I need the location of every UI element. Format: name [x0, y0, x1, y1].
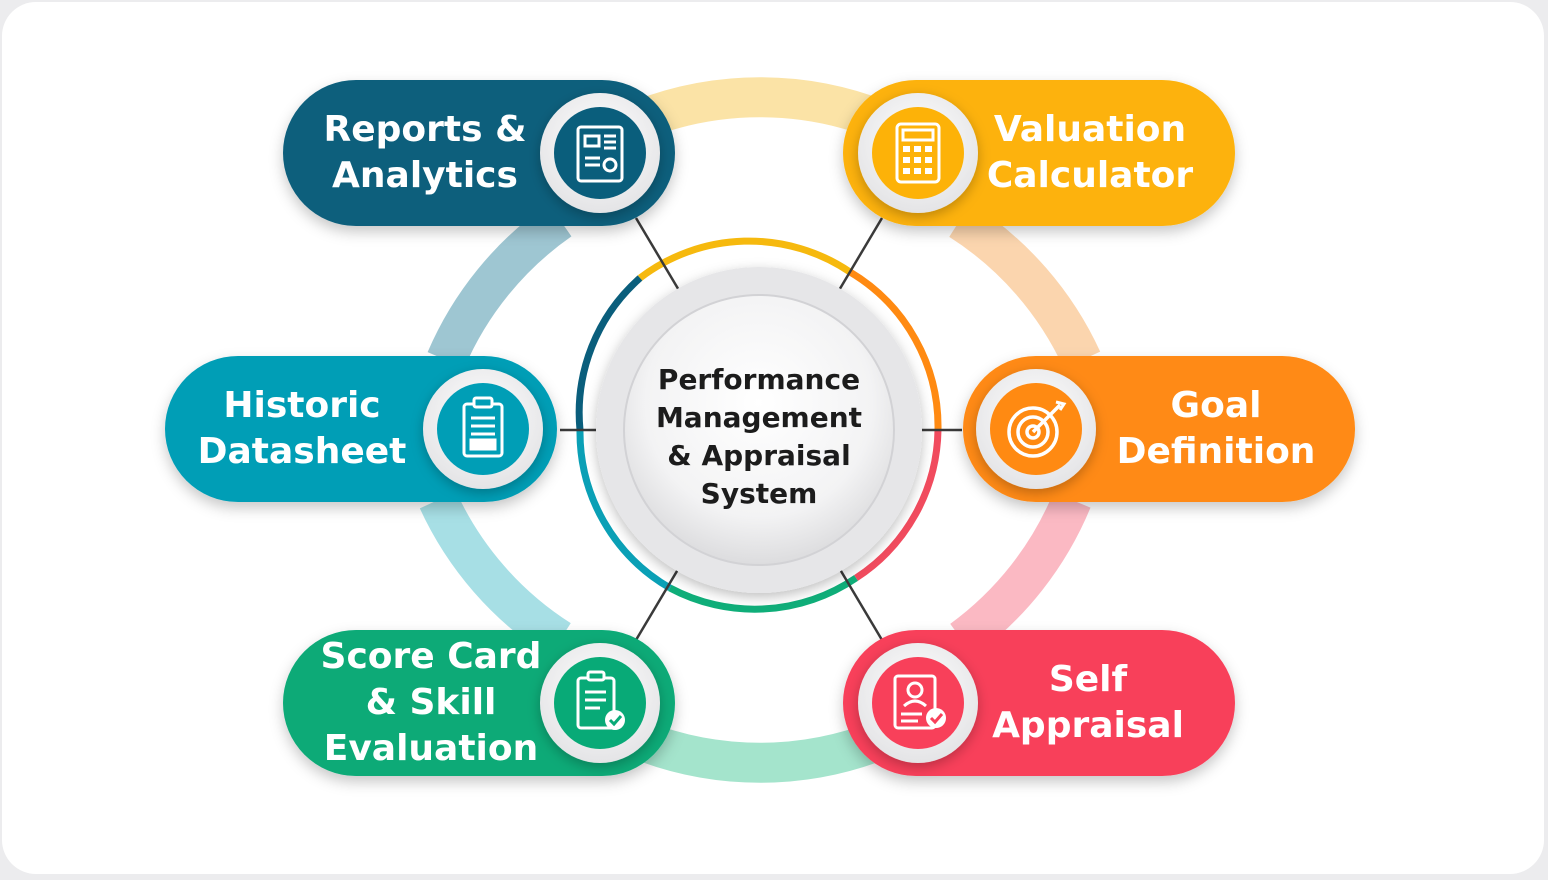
center-title-line-1: Performance: [657, 363, 861, 396]
historic-datasheet-label[interactable]: Historic Datasheet: [186, 361, 418, 497]
outer-ring-segment-right-lower: [949, 492, 1091, 657]
node-self-appraisal[interactable]: [843, 630, 1235, 776]
outer-ring-segment-left-lower: [419, 491, 571, 657]
connector-reports: [634, 217, 682, 293]
checklist-clipboard-icon: [576, 670, 625, 730]
goal-definition-line-1: Goal: [1170, 385, 1262, 426]
outer-ring-segment-right-upper: [949, 203, 1101, 369]
self-appraisal-label[interactable]: Self Appraisal: [972, 635, 1204, 771]
clipboard-icon: [462, 396, 504, 458]
outer-ring-segment-bottom: [632, 721, 888, 783]
connectors: [560, 217, 962, 641]
center-title-line-4: System: [700, 477, 818, 510]
self-appraisal-line-1: Self: [1048, 659, 1128, 700]
outer-ring-segment-top: [632, 77, 888, 139]
self-appraisal-line-2: Appraisal: [992, 705, 1184, 746]
inner-ring-arc-orange: [848, 268, 942, 431]
node-historic-datasheet[interactable]: [165, 356, 557, 502]
reports-analytics-line-2: Analytics: [332, 155, 518, 196]
center-title-line-2: Management: [655, 401, 863, 434]
scorecard-line-1: Score Card: [320, 636, 542, 677]
appraisal-profile-icon: [893, 674, 946, 730]
center-title: Performance Management & Appraisal Syste…: [628, 356, 890, 518]
valuation-calculator-line-1: Valuation: [993, 109, 1187, 150]
inner-ring-arc-navy: [575, 275, 643, 431]
connector-scorecard: [634, 565, 682, 641]
connector-self: [836, 565, 884, 641]
valuation-calculator-line-2: Calculator: [986, 155, 1194, 196]
node-valuation-calculator[interactable]: [843, 80, 1235, 226]
valuation-calculator-label[interactable]: Valuation Calculator: [972, 85, 1208, 221]
calculator-icon: [895, 122, 941, 184]
node-goal-definition[interactable]: [963, 356, 1355, 502]
inner-ring-arc-green: [668, 575, 858, 613]
goal-definition-line-2: Definition: [1116, 431, 1316, 472]
scorecard-line-2: & Skill: [365, 682, 497, 723]
inner-ring-arc-red: [854, 429, 942, 581]
node-reports-analytics[interactable]: [283, 80, 675, 226]
reports-analytics-label[interactable]: Reports & Analytics: [300, 85, 550, 221]
historic-datasheet-line-1: Historic: [223, 385, 381, 426]
scorecard-skill-evaluation-label[interactable]: Score Card & Skill Evaluation: [298, 635, 564, 771]
goal-definition-label[interactable]: Goal Definition: [1098, 361, 1334, 497]
outer-ring-segment-left-upper: [427, 203, 572, 369]
target-icon: [1007, 400, 1067, 458]
inner-ring-arc-gold: [637, 237, 852, 281]
center-title-line-3: & Appraisal: [667, 439, 851, 472]
inner-ring-arc-teal: [576, 429, 672, 592]
connector-valuation: [836, 217, 884, 293]
node-scorecard-skill-evaluation[interactable]: [283, 630, 675, 776]
inner-ring: [575, 237, 942, 613]
scorecard-line-3: Evaluation: [323, 728, 539, 769]
historic-datasheet-line-2: Datasheet: [197, 431, 407, 472]
report-document-icon: [576, 125, 624, 183]
outer-ring: [419, 77, 1101, 783]
reports-analytics-line-1: Reports &: [323, 109, 527, 150]
center-hub: [596, 267, 922, 593]
